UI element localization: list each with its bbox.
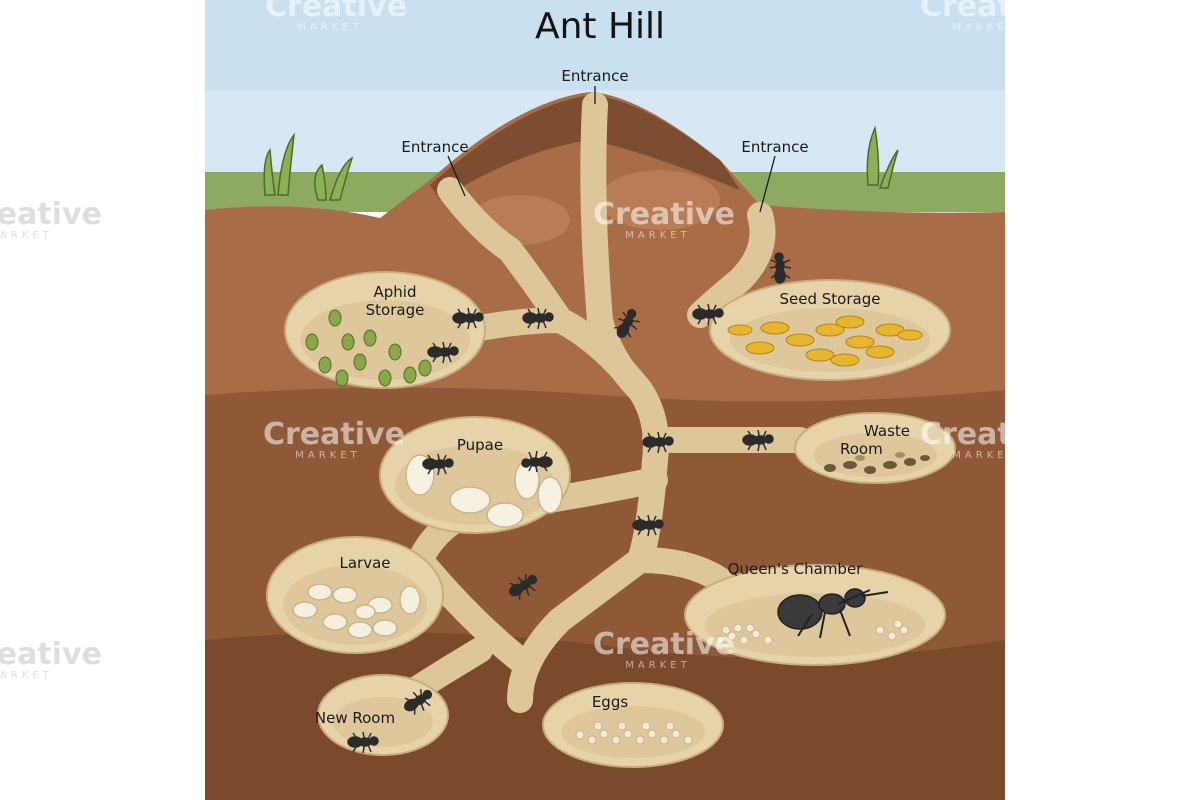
label-waste-room: Waste Room: [840, 422, 910, 458]
ant-icon: [404, 689, 433, 715]
eggs-icon: [575, 721, 693, 745]
label-aphid-storage-line1: Aphid: [373, 283, 417, 301]
larvae-icon: [292, 583, 421, 639]
ant-icon: [642, 431, 674, 454]
label-pupae: Pupae: [456, 436, 504, 454]
waste-pile-icon: [824, 452, 930, 474]
label-entrance-top: Entrance: [561, 67, 629, 85]
aphid-cluster-icon: [305, 309, 432, 387]
ant-icon: [509, 574, 538, 600]
label-queens-chamber: Queen's Chamber: [727, 560, 863, 578]
label-entrance-right: Entrance: [741, 138, 809, 156]
leader-lines: [447, 86, 776, 213]
label-waste-room-line1: Waste: [864, 422, 910, 440]
ant-icon: [769, 252, 792, 284]
label-aphid-storage: Aphid Storage: [355, 283, 435, 319]
ant-icon: [742, 429, 774, 452]
ant-icon: [522, 307, 554, 330]
label-new-room: New Room: [314, 709, 396, 727]
grass-tuft-icon: [263, 125, 899, 201]
label-eggs: Eggs: [591, 693, 629, 711]
ant-icon: [422, 453, 454, 476]
ant-icon: [452, 307, 484, 330]
ant-icon: [632, 514, 664, 537]
label-aphid-storage-line2: Storage: [365, 301, 425, 319]
queen-ant-icon: [777, 588, 889, 639]
queen-eggs-icon: [715, 619, 909, 645]
label-entrance-left: Entrance: [401, 138, 469, 156]
worker-ants: [347, 252, 792, 754]
diagram-title: Ant Hill: [534, 6, 666, 47]
ant-icon: [614, 308, 640, 338]
ant-icon: [521, 450, 553, 473]
label-seed-storage: Seed Storage: [779, 290, 881, 308]
seed-pile-icon: [727, 315, 923, 367]
ant-icon: [692, 303, 724, 326]
tunnel-network: [387, 92, 813, 713]
ant-icon: [427, 341, 459, 364]
label-waste-room-line2: Room: [840, 440, 883, 458]
label-larvae: Larvae: [339, 554, 391, 572]
ant-icon: [347, 731, 379, 754]
